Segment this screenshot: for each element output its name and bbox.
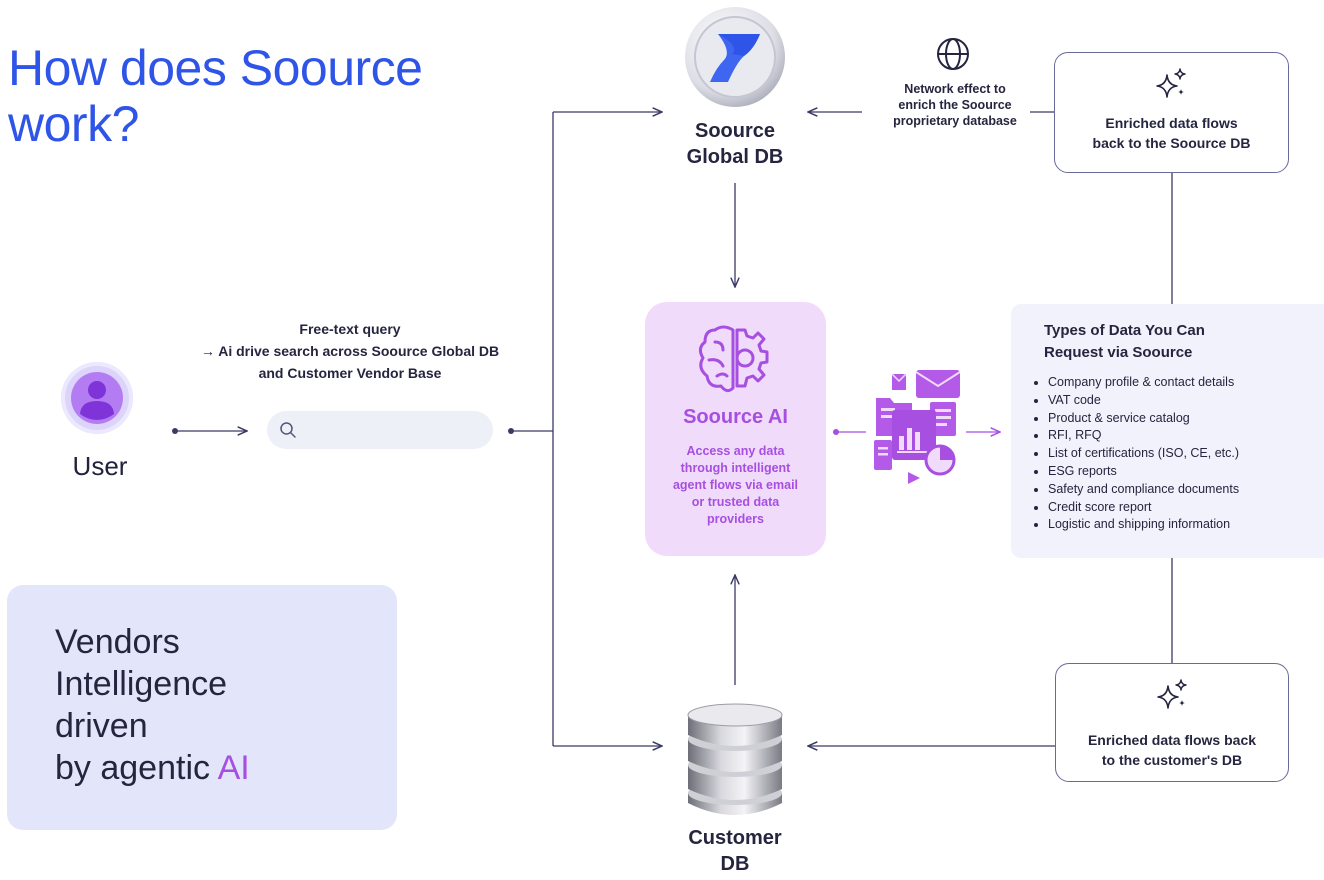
global-db-label: Soource Global DB	[655, 118, 815, 170]
ai-desc-line-1: Access any data	[686, 444, 785, 458]
user-avatar-icon	[61, 362, 133, 434]
customer-db-label: Customer DB	[640, 825, 830, 877]
vendors-tagline: Vendors Intelligence driven by agentic A…	[55, 621, 250, 789]
globe-icon	[937, 38, 969, 70]
enriched-data-soource-text: Enriched data flows back to the Soource …	[1055, 113, 1288, 153]
data-types-title-line-1: Types of Data You Can	[1044, 322, 1205, 339]
global-db-label-line-2: Global DB	[686, 146, 784, 168]
network-effect-text: Network effect to enrich the Soource pro…	[870, 81, 1040, 129]
sparkle-icon	[1156, 68, 1186, 98]
enriched-data-customer-text: Enriched data flows back to the customer…	[1056, 730, 1288, 770]
data-types-title-line-2: Request via Soource	[1044, 344, 1193, 361]
query-line-1: Free-text query	[299, 321, 401, 337]
ai-desc-line-5: providers	[707, 512, 764, 526]
enrich-bottom-line-2: to the customer's DB	[1101, 752, 1243, 768]
ai-desc-line-4: or trusted data	[691, 495, 780, 509]
vendors-line-3: driven	[55, 707, 148, 745]
global-db-label-line-1: Soource	[694, 120, 776, 142]
user-label: User	[72, 451, 128, 481]
ai-to-docs-line	[833, 429, 866, 435]
data-types-title: Types of Data You Can Request via Soourc…	[1044, 320, 1304, 364]
page-title: How does Soource work?	[8, 40, 423, 152]
query-line-2: → Ai drive search across Soource Global …	[200, 343, 500, 359]
database-icon	[687, 703, 783, 815]
network-line-3: proprietary database	[893, 114, 1017, 128]
network-line-2: enrich the Soource	[898, 98, 1012, 112]
list-item: ESG reports	[1048, 463, 1239, 481]
vendors-intelligence-box: Vendors Intelligence driven by agentic A…	[7, 585, 397, 830]
enrich-bottom-line-1: Enriched data flows back	[1087, 732, 1257, 748]
list-item: Company profile & contact details	[1048, 374, 1239, 392]
list-item: RFI, RFQ	[1048, 427, 1239, 445]
search-to-branch-line	[508, 428, 553, 434]
vendors-line-1: Vendors	[55, 623, 180, 661]
list-item: VAT code	[1048, 392, 1239, 410]
vendors-ai-highlight: AI	[217, 749, 250, 787]
search-icon	[280, 422, 296, 438]
soource-ai-box: Soource AI Access any data through intel…	[645, 302, 826, 556]
query-line-3: and Customer Vendor Base	[258, 365, 442, 381]
ai-desc-line-3: agent flows via email	[672, 478, 799, 492]
soource-logo-icon	[685, 7, 785, 107]
vendors-line-2: Intelligence	[55, 665, 228, 703]
search-box[interactable]	[267, 411, 493, 449]
soource-ai-title: Soource AI	[683, 406, 788, 428]
search-input[interactable]	[307, 418, 481, 444]
list-item: Product & service catalog	[1048, 410, 1239, 428]
list-item: List of certifications (ISO, CE, etc.)	[1048, 445, 1239, 463]
vendors-line-4: by agentic AI	[55, 747, 250, 789]
enrich-top-line-2: back to the Soource DB	[1092, 135, 1251, 151]
enrich-top-line-1: Enriched data flows	[1105, 115, 1238, 131]
data-types-list: Company profile & contact details VAT co…	[1030, 374, 1239, 534]
list-item: Credit score report	[1048, 499, 1239, 517]
list-item: Safety and compliance documents	[1048, 481, 1239, 499]
list-item: Logistic and shipping information	[1048, 516, 1239, 534]
query-description: Free-text query → Ai drive search across…	[150, 318, 550, 384]
ai-desc-line-2: through intelligent	[680, 461, 791, 475]
brain-gear-icon	[698, 325, 769, 393]
customer-db-label-line-2: DB	[720, 853, 750, 875]
soource-ai-description: Access any data through intelligent agen…	[653, 443, 818, 528]
sparkle-icon	[1157, 679, 1187, 709]
enriched-data-customer-box: Enriched data flows back to the customer…	[1055, 663, 1289, 782]
network-line-1: Network effect to	[904, 82, 1006, 96]
data-types-panel: Types of Data You Can Request via Soourc…	[1011, 304, 1324, 558]
vendors-line-4-prefix: by agentic	[55, 749, 218, 787]
user-to-search-arrow	[172, 428, 247, 434]
documents-mail-icon	[874, 370, 961, 484]
customer-db-label-line-1: Customer	[688, 827, 782, 849]
enriched-data-soource-box: Enriched data flows back to the Soource …	[1054, 52, 1289, 173]
